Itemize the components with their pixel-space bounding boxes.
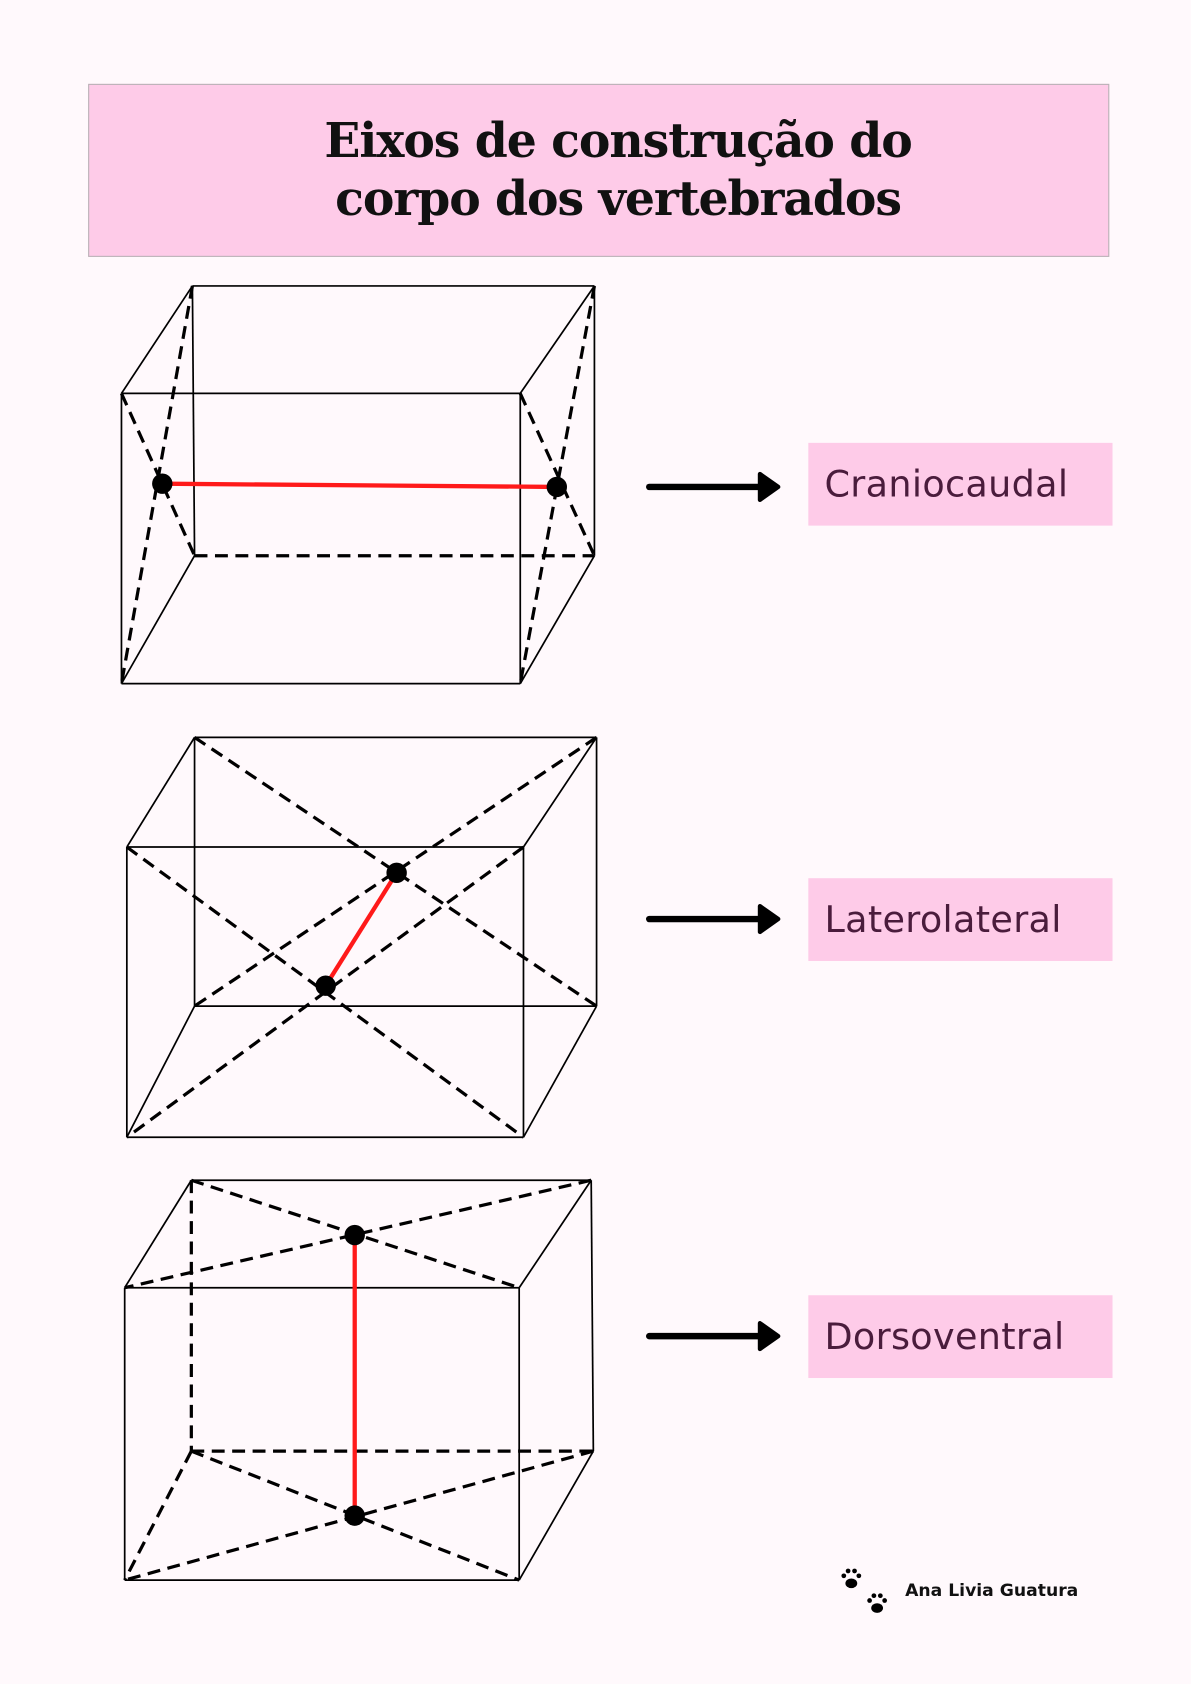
author-signature: Ana Livia Guatura — [838, 1565, 1117, 1619]
cube-craniocaudal — [119, 285, 597, 685]
label-laterolateral: Laterolateral — [808, 878, 1113, 961]
axis-point — [344, 1505, 365, 1526]
paw-prints-icon — [841, 1568, 888, 1613]
author-name: Ana Livia Guatura — [905, 1580, 1079, 1601]
axis-line — [323, 871, 399, 987]
label-text: Laterolateral — [824, 898, 1062, 942]
solid-edge — [522, 736, 598, 848]
title-line-1: Eixos de construção do — [324, 113, 912, 169]
dashed-edge — [119, 285, 194, 684]
solid-edge — [123, 1179, 193, 1289]
label-craniocaudal: Craniocaudal — [808, 442, 1113, 526]
solid-edge — [191, 285, 196, 556]
solid-edge — [590, 1180, 595, 1452]
arrow-right-icon — [646, 903, 781, 935]
solid-edge — [519, 555, 596, 685]
solid-edge — [519, 285, 596, 394]
label-text: Craniocaudal — [824, 462, 1069, 506]
arrow-right-icon — [646, 1321, 781, 1352]
dashed-edge — [518, 392, 596, 557]
solid-edge — [126, 736, 196, 848]
solid-edge — [120, 555, 196, 685]
dashed-edge — [123, 1450, 193, 1581]
axis-point — [546, 476, 568, 498]
label-dorsoventral: Dorsoventral — [808, 1295, 1113, 1379]
cube-laterolateral — [125, 736, 598, 1139]
label-text: Dorsoventral — [824, 1315, 1065, 1359]
solid-edge — [518, 1179, 592, 1289]
solid-edge — [522, 1005, 598, 1138]
axis-point — [315, 975, 336, 996]
axis-point — [386, 862, 407, 884]
axis-line — [162, 481, 557, 490]
solid-edge — [120, 285, 194, 394]
axis-point — [344, 1224, 365, 1246]
title-banner: Eixos de construção do corpo dos vertebr… — [88, 83, 1110, 257]
axis-point — [152, 473, 173, 494]
arrow-right-icon — [646, 471, 781, 502]
title-line-2: corpo dos vertebrados — [335, 171, 902, 227]
dashed-edge — [518, 285, 597, 684]
solid-edge — [126, 1005, 196, 1138]
dashed-edge — [124, 1178, 592, 1290]
solid-edge — [518, 1450, 595, 1581]
cube-dorsoventral — [123, 1178, 595, 1582]
